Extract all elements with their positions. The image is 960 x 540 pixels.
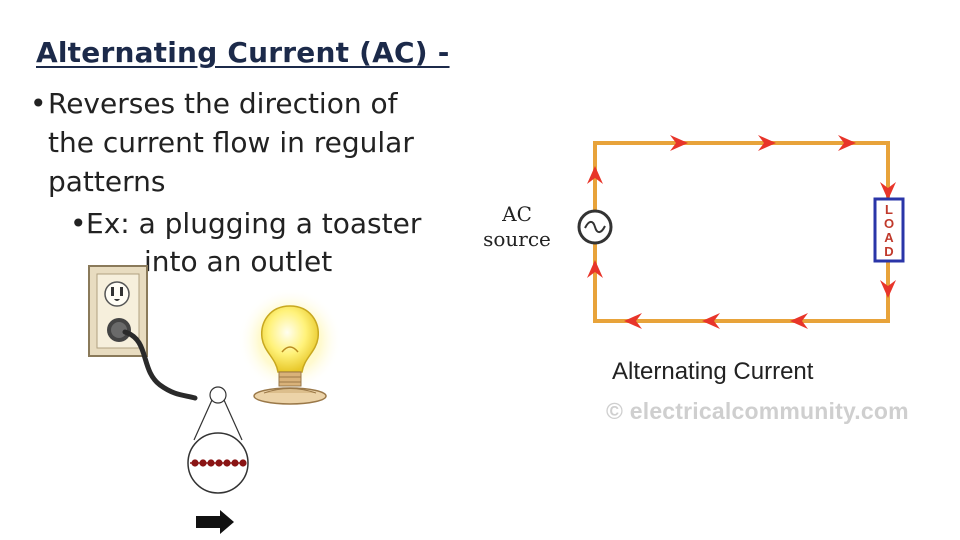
bullet-marker: • (30, 87, 47, 120)
current-arrow (758, 135, 776, 151)
current-arrow (838, 135, 856, 151)
slide-title: Alternating Current (AC) - (36, 36, 450, 69)
bullet-item: • Reverses the direction of the current … (30, 84, 450, 201)
ac-source-label-line1: AC (501, 202, 532, 226)
ac-source-icon (577, 209, 613, 245)
diagram-caption: Alternating Current (612, 358, 814, 385)
current-arrow (670, 135, 688, 151)
light-bulb-icon (238, 288, 342, 405)
current-arrow (880, 182, 896, 200)
load-letter: D (884, 244, 893, 259)
load-letter: L (885, 202, 893, 217)
watermark-text: © electricalcommunity.com (606, 398, 909, 424)
current-arrow (587, 260, 603, 278)
sub-bullet-text-line2: into an outlet (144, 245, 333, 278)
ac-circuit-diagram: AC source L O A D (483, 135, 905, 329)
current-arrow (790, 313, 808, 329)
bullet-list: • Reverses the direction of the current … (30, 84, 450, 281)
current-arrow (880, 280, 896, 298)
bullet-text: Reverses the direction of the current fl… (48, 87, 414, 198)
load-letter: A (884, 230, 894, 245)
sub-bullet-text-line1: Ex: a plugging a toaster (86, 207, 422, 240)
ac-source-label-line2: source (483, 227, 551, 251)
current-arrow (702, 313, 720, 329)
bullet-marker: • (70, 207, 87, 240)
load-letter: O (884, 216, 894, 231)
power-cord (122, 329, 198, 401)
current-arrow (587, 166, 603, 184)
sub-bullet-item: • Ex: a plugging a toaster into an outle… (70, 205, 450, 281)
direction-arrow-icon (196, 510, 234, 534)
wire-electron-diagram (187, 386, 249, 494)
current-arrow (624, 313, 642, 329)
load-box: L O A D (873, 197, 905, 263)
